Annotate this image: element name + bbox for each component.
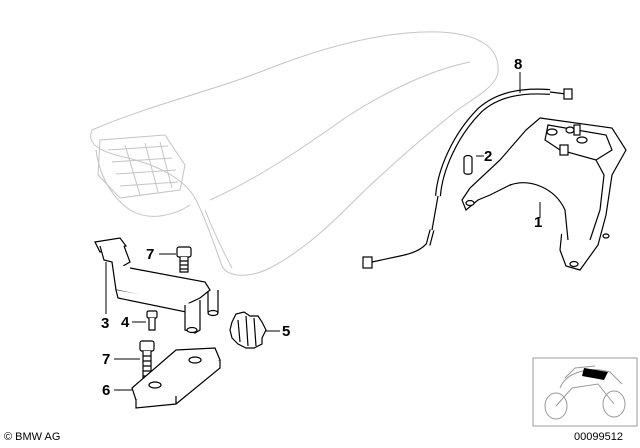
- callout-7-upper: 7: [146, 246, 155, 263]
- seat-outline: [90, 31, 499, 276]
- diagram-number: 00099512: [574, 431, 623, 443]
- callout-4: 4: [121, 314, 130, 331]
- cable-part-8: [362, 88, 573, 269]
- screw-part-7-upper: [176, 246, 192, 273]
- screw-part-2: [463, 154, 473, 175]
- plate-part-6: [131, 347, 221, 409]
- rear-bracket-part-1: [461, 117, 627, 271]
- callout-1: 1: [534, 214, 543, 231]
- callout-5: 5: [282, 323, 291, 340]
- copyright-text: © BMW AG: [4, 431, 61, 443]
- callout-8: 8: [514, 56, 523, 73]
- callout-3: 3: [101, 315, 110, 332]
- seat-handle-grip: [97, 134, 186, 199]
- screw-part-4: [146, 310, 158, 331]
- leader-lines: [105, 72, 541, 391]
- motorcycle-inset-thumbnail: [532, 357, 638, 427]
- callout-6: 6: [102, 382, 111, 399]
- callout-2: 2: [484, 148, 493, 165]
- grommet-part-5: [229, 311, 267, 349]
- holder-part-3: [94, 237, 219, 334]
- callout-7-lower: 7: [102, 351, 111, 368]
